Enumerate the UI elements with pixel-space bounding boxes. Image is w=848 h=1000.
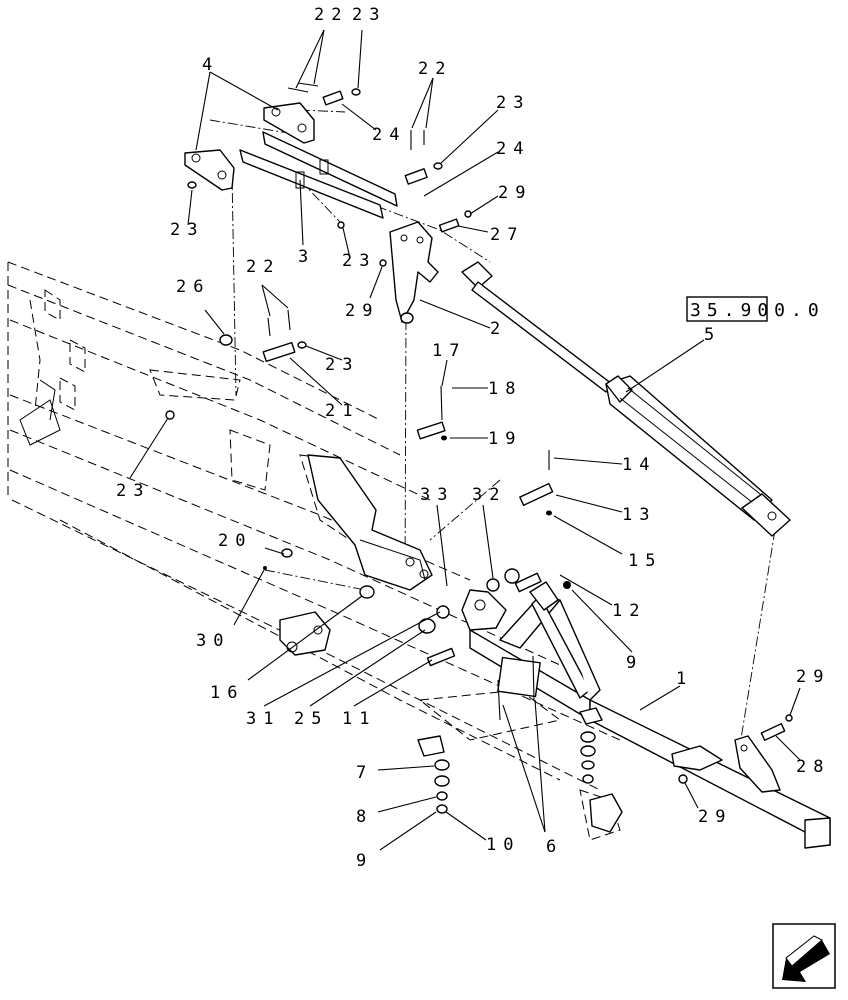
callout-4: 4 [202,55,219,75]
callout-29: 29 [345,301,379,321]
callout-32: 32 [472,485,506,505]
part-lower-mount [279,454,456,667]
callout-14: 14 [622,455,656,475]
callout-28: 28 [796,757,830,777]
callout-1: 1 [676,669,693,689]
callout-9: 9 [626,653,643,673]
callout-8: 8 [356,807,373,827]
callout-23: 23 [170,220,204,240]
callout-25: 25 [294,709,328,729]
callout-30: 30 [196,631,230,651]
callout-23: 23 [325,355,359,375]
part-bracket [389,221,439,324]
callout-23: 23 [496,93,530,113]
callout-26: 26 [176,277,210,297]
callout-33: 33 [420,485,454,505]
callout-21: 21 [325,401,359,421]
reference-box-text[interactable]: 35.900.0 [690,300,825,321]
part-link-bars [239,131,398,219]
part-hydraulic-cylinder [461,261,791,537]
callout-23: 23 [352,5,386,25]
reference-link[interactable]: 35.900.0 [686,296,825,322]
callout-16: 16 [210,683,244,703]
hardware-lower [434,568,793,833]
callout-13: 13 [622,505,656,525]
callout-23: 23 [116,481,150,501]
callout-3: 3 [298,247,315,267]
callout-5: 5 [704,325,721,345]
callout-12: 12 [612,601,646,621]
callout-27: 27 [490,225,524,245]
callout-11: 11 [342,709,376,729]
callout-29: 29 [698,807,732,827]
callout-22: 22 [314,5,348,25]
callout-24: 24 [372,125,406,145]
callout-6: 6 [546,837,563,857]
callout-22: 22 [418,59,452,79]
callout-7: 7 [356,763,373,783]
callout-15: 15 [628,551,662,571]
leader-lines [129,29,801,851]
callout-19: 19 [488,429,522,449]
previous-page-arrow-icon[interactable] [772,923,836,989]
callout-2: 2 [490,319,507,339]
callout-31: 31 [246,709,280,729]
callout-10: 10 [486,835,520,855]
callout-23: 23 [342,251,376,271]
callout-29: 29 [498,183,532,203]
callout-24: 24 [496,139,530,159]
callout-20: 20 [218,531,252,551]
callout-18: 18 [488,379,522,399]
part-main-frame [417,581,831,849]
part-plate-left [184,149,235,191]
part-plate-right [263,102,315,144]
callout-17: 17 [432,341,466,361]
hardware-upper [165,82,554,570]
callout-22: 22 [246,257,280,277]
callout-9: 9 [356,851,373,871]
callout-29: 29 [796,667,830,687]
callout-labels: 22 23 4 24 22 23 24 29 27 23 3 23 29 2 2… [116,5,830,871]
